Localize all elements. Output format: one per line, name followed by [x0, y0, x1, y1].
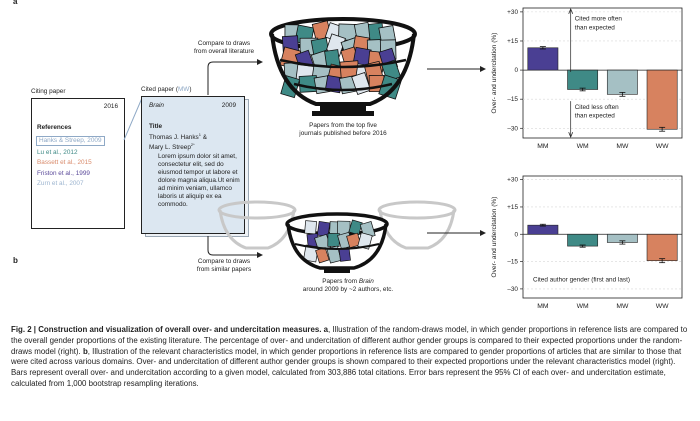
y-tick-label: +30 [507, 9, 518, 16]
citing-paper-label: Citing paper [31, 88, 66, 95]
citation-connector [123, 97, 143, 141]
y-tick-label: +30 [507, 177, 518, 184]
x-tick-label: WW [656, 303, 669, 310]
y-tick-label: +15 [507, 38, 518, 45]
bar [646, 69, 678, 130]
annotation: Cited author gender (first and last) [533, 277, 630, 284]
x-tick-label: WW [656, 143, 669, 150]
y-tick-label: 0 [514, 231, 518, 238]
y-tick-label: –30 [507, 125, 518, 132]
up-arrow-head [568, 8, 574, 14]
x-tick-label: MM [537, 143, 549, 150]
annotation: than expected [575, 24, 616, 31]
paper-card-icon [348, 219, 363, 236]
bar [606, 69, 638, 95]
cited-paper-box: Brain 2009 Title Thomas J. Hanks1 & Mary… [141, 96, 245, 234]
reference-list: Hanks & Streep, 2009 Lu et al., 2012 Bas… [36, 136, 105, 191]
references-heading: References [37, 124, 72, 131]
panel-b-letter: b [13, 256, 18, 265]
x-tick-label: WM [577, 303, 589, 310]
reference-item[interactable]: Friston et al., 1999 [37, 169, 90, 177]
cited-year: 2009 [221, 102, 236, 109]
reference-item[interactable]: Lu et al., 2012 [37, 148, 78, 156]
citing-paper-box: 2016 References Hanks & Streep, 2009 Lu … [31, 98, 125, 229]
bar [567, 69, 599, 90]
bar [567, 233, 599, 247]
bar [646, 233, 678, 261]
y-tick-label: –30 [507, 286, 518, 293]
bar [527, 224, 559, 235]
annotation: than expected [575, 113, 616, 120]
cited-title-heading: Title [149, 123, 163, 130]
result-arrows [427, 66, 486, 236]
x-tick-label: MM [537, 303, 549, 310]
annotation: Cited more often [575, 16, 623, 23]
cited-journal: Brain [149, 102, 164, 109]
plot-frame [522, 175, 683, 299]
cited-paper-label: Cited paper (MW) [141, 86, 192, 93]
chart-random-draws: +30 +15 0 –15 –30 Over- and undercitation (%)… [491, 7, 683, 150]
y-axis-label: Over- and undercitation (%) [491, 197, 498, 278]
plot-frame [522, 7, 683, 139]
y-tick-label: 0 [514, 67, 518, 74]
reference-item[interactable]: Hanks & Streep, 2009 [36, 136, 105, 146]
annotation: Cited less often [575, 104, 619, 111]
bar [527, 47, 559, 71]
reference-item[interactable]: Zurn et al., 2007 [37, 180, 84, 187]
x-tick-label: MW [616, 303, 629, 310]
bowl-bottom-caption: Papers from Brain around 2009 by ~2 auth… [302, 278, 394, 293]
cited-abstract: Lorem ipsum dolor sit amet, consectetur … [158, 153, 240, 208]
x-tick-label: WM [577, 143, 589, 150]
citing-year: 2016 [103, 103, 118, 110]
y-axis-label: Over- and undercitation (%) [491, 33, 498, 114]
y-tick-label: +15 [507, 204, 518, 211]
overall-literature-bowl [269, 17, 417, 116]
x-tick-label: MW [616, 143, 629, 150]
flow-arrows [207, 59, 263, 258]
y-tick-label: –15 [507, 259, 518, 266]
chart-characteristics: +30 +15 0 –15 –30 Over- and undercitation (%)… [491, 175, 683, 310]
cited-authors: Thomas J. Hanks1 & Mary L. Streep2* [149, 132, 208, 152]
y-tick-label: –15 [507, 96, 518, 103]
similar-papers-bowls [217, 200, 457, 273]
panel-a-letter: a [13, 0, 18, 6]
paper-card-icon [346, 232, 362, 249]
reference-item[interactable]: Bassett et al., 2015 [37, 159, 92, 166]
figure-caption: Fig. 2 | Construction and visualization … [11, 325, 688, 389]
paper-card-icon [304, 220, 317, 235]
down-arrow-head [568, 132, 574, 138]
